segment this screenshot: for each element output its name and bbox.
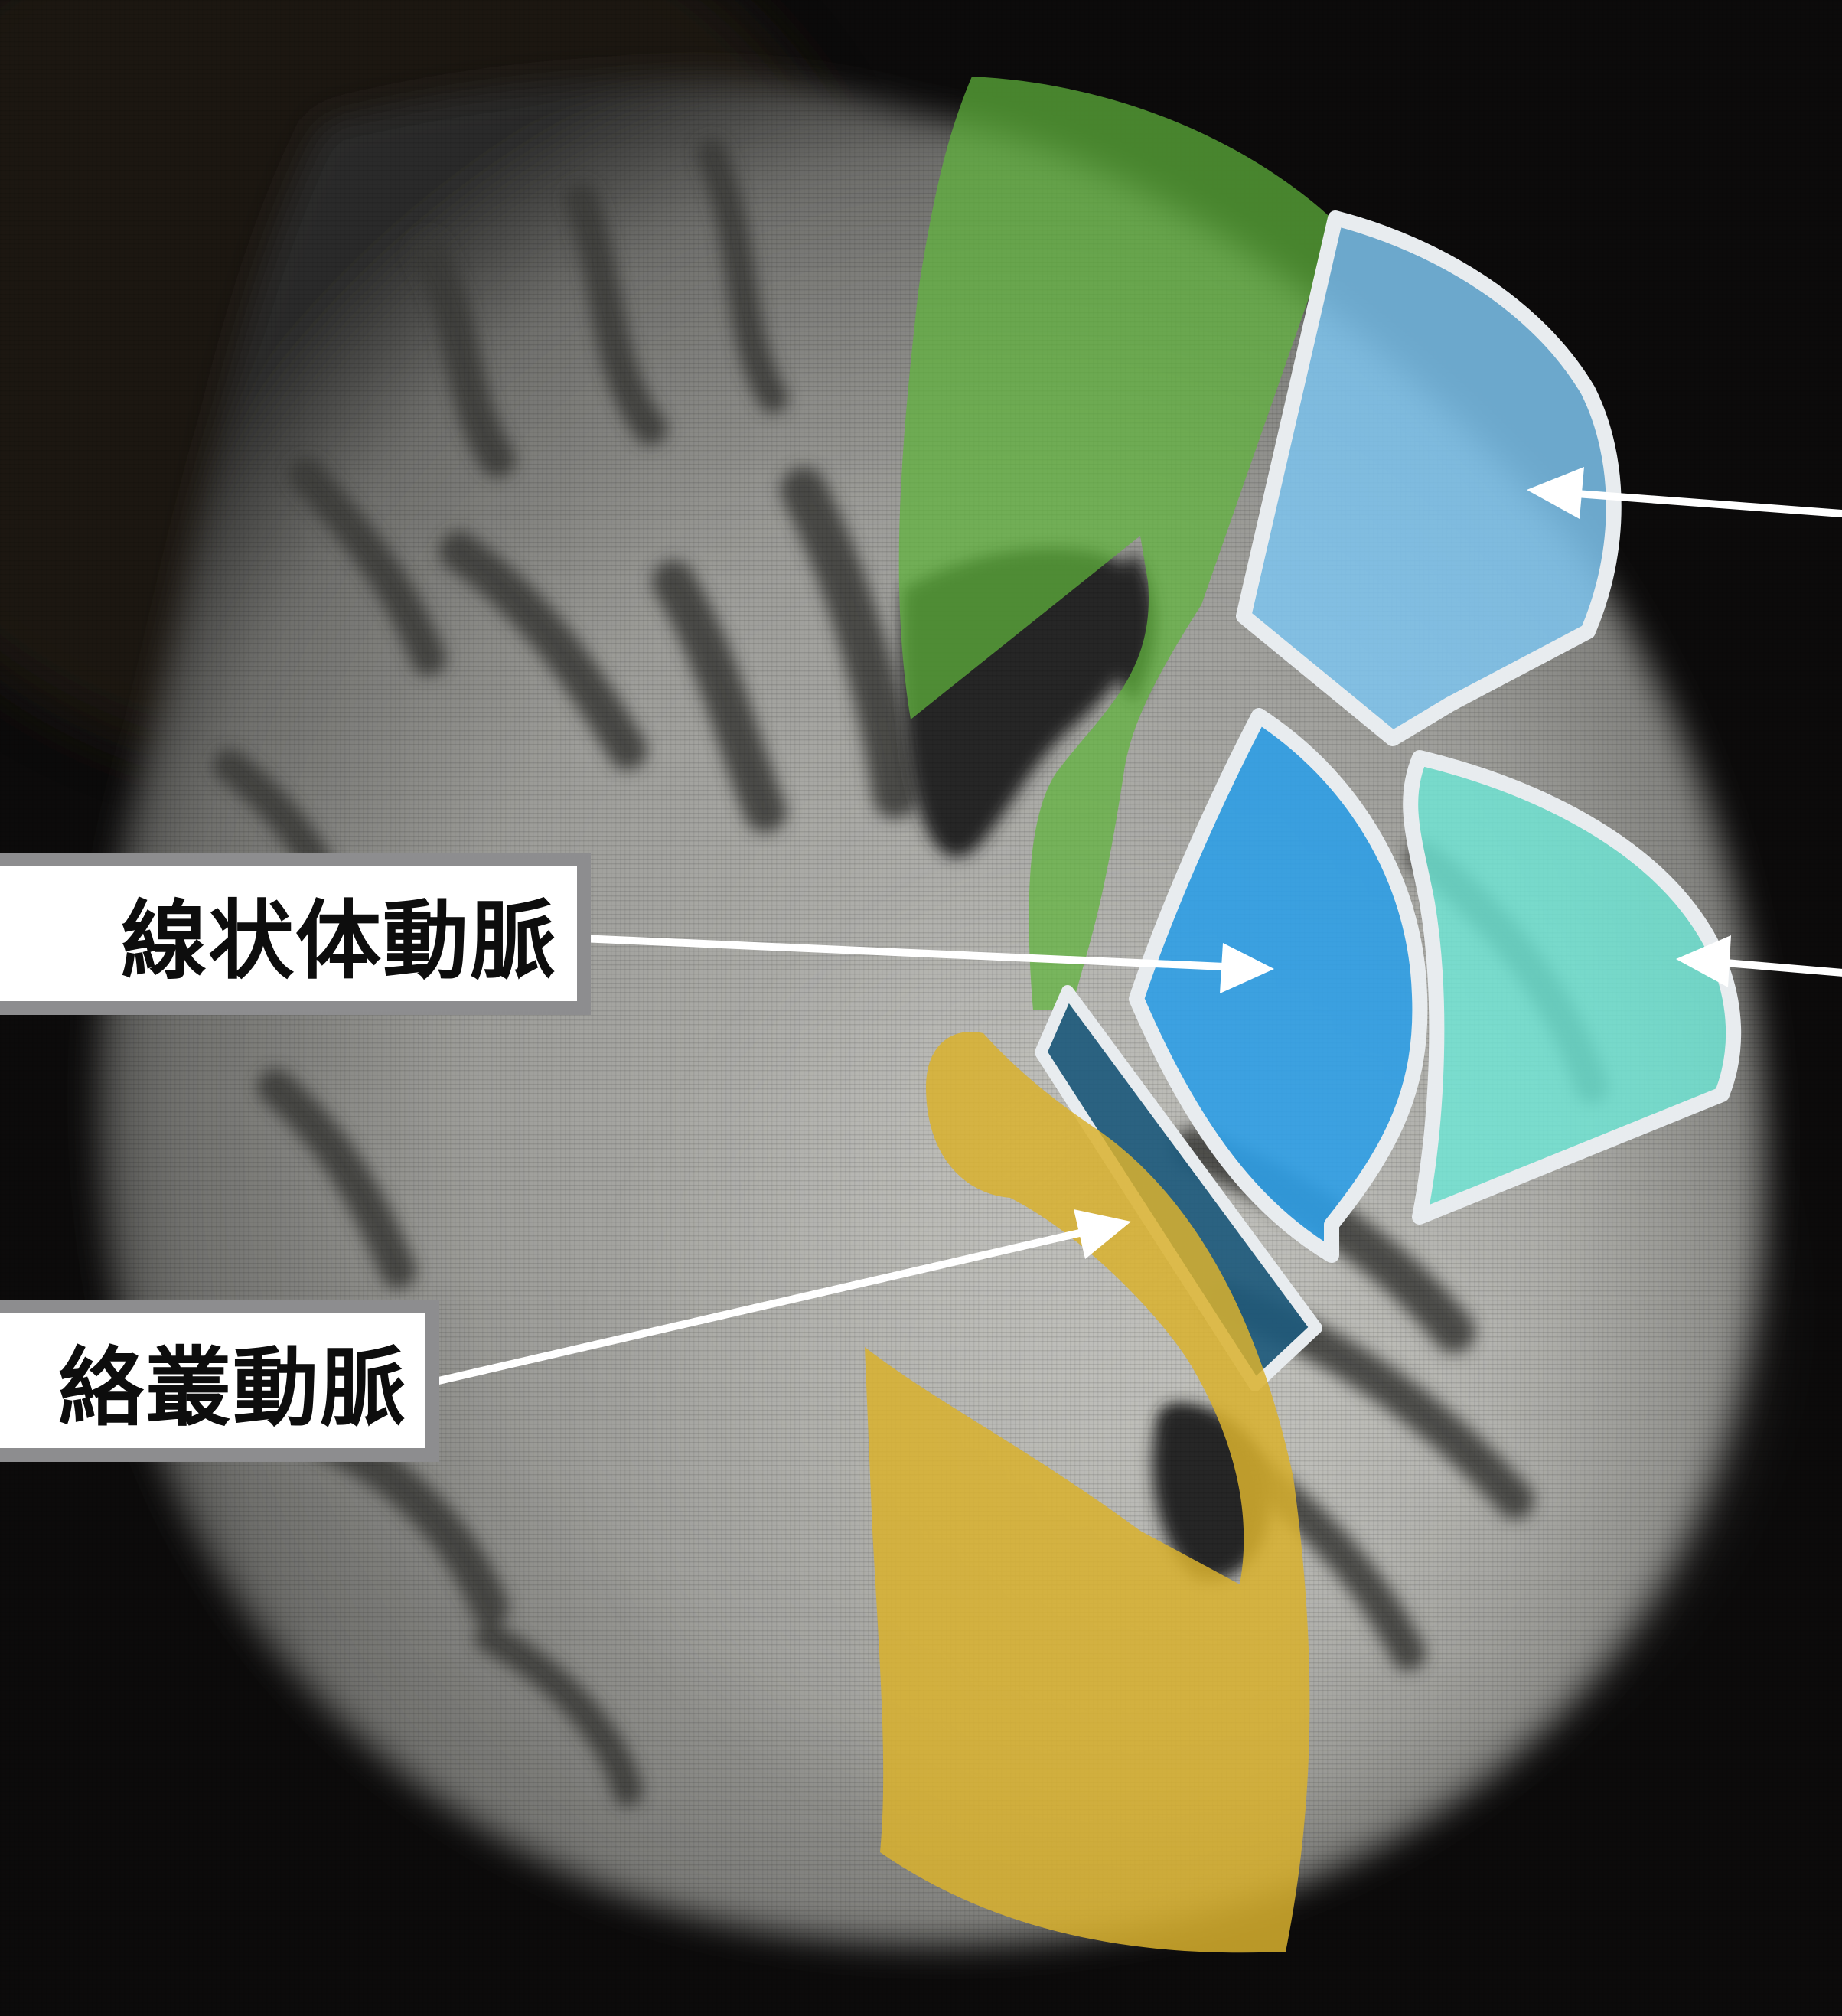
arrow-upper-head xyxy=(1527,467,1584,519)
arrow-right-head xyxy=(1676,935,1731,987)
arrows xyxy=(422,467,1842,1388)
territory-posterior-yellow xyxy=(865,1032,1310,1953)
arrow-striate-head xyxy=(1220,943,1274,993)
arrow-choroidal-line xyxy=(422,1228,1087,1388)
arrow-upper-line xyxy=(1573,490,1842,518)
label-choroidal-artery: 絡叢動脈 xyxy=(0,1313,425,1448)
territory-anterior-green xyxy=(898,77,1335,1010)
label-striate-arteries-text: 線状体動脈 xyxy=(121,892,557,991)
label-choroidal-artery-text: 絡叢動脈 xyxy=(58,1339,407,1438)
territory-right-turquoise xyxy=(1403,750,1742,1225)
arrow-striate-line xyxy=(578,935,1228,970)
territory-upper-light-blue xyxy=(1236,210,1622,746)
arrow-choroidal-head xyxy=(1074,1209,1131,1259)
arrow-right-line xyxy=(1722,959,1842,977)
label-striate-arteries: 線状体動脈 xyxy=(0,866,577,1001)
territory-center-blue xyxy=(1129,708,1428,1263)
